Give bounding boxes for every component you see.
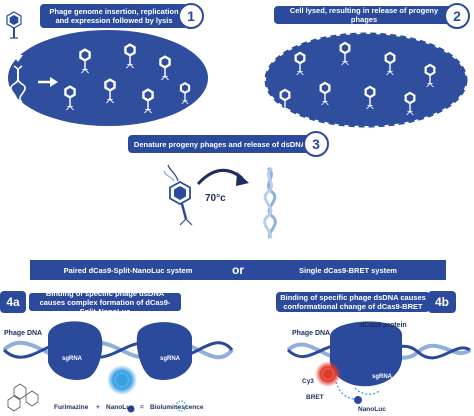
equals-sign: =	[140, 404, 144, 411]
sgrna-label-left: sgRNA	[62, 356, 83, 362]
paired-system-label: Paired dCas9-Split-NanoLuc system	[63, 265, 193, 275]
step4a-number-badge: 4a	[0, 291, 26, 313]
dcas9-bret-protein	[329, 321, 402, 387]
step4b-label: Binding of specific phage dsDNA causes c…	[276, 292, 430, 312]
furimazine-label: Furimazine	[54, 404, 89, 411]
phage-dna-label-4a: Phage DNA	[4, 330, 43, 337]
furimazine-structure-icon	[7, 383, 39, 412]
released-dsdna-icon	[263, 166, 277, 239]
heating-arrow	[196, 168, 243, 186]
single-system-label: Single dCas9-BRET system	[299, 265, 397, 275]
temperature-label: 70°c	[205, 193, 226, 204]
denaturing-phage-icon	[163, 164, 193, 226]
step4a-label: Binding of specific phage dsDNA causes c…	[28, 289, 182, 316]
lysed-cell-right	[264, 32, 468, 128]
dcas9-complex-left	[47, 321, 103, 381]
nanoluc-label-4b: NanoLuc	[358, 406, 386, 413]
dcas9-complex-right	[136, 322, 192, 381]
replication-arrow-icon	[38, 77, 58, 87]
step3-label: Denature progeny phages and release of d…	[128, 135, 312, 153]
attaching-phage-icon	[6, 11, 22, 39]
step3-number-badge: 3	[303, 131, 329, 157]
step2-label: Cell lysed, resulting in release of prog…	[274, 6, 454, 24]
bacterial-cell-left	[8, 30, 208, 126]
bioluminescence-icon	[175, 400, 187, 412]
step2-number-badge: 2	[444, 3, 470, 29]
cy3-label: Cy3	[302, 378, 314, 385]
sgrna-label-4b: sgRNA	[372, 374, 393, 380]
nanoluc-domain	[354, 396, 362, 404]
dcas9-protein-label: dCas9 protein	[360, 322, 407, 329]
phage-dna-helix-4a	[2, 340, 234, 360]
phage-dna-strand-icon	[10, 65, 26, 103]
or-label: or	[232, 262, 244, 277]
bret-label: BRET	[306, 394, 324, 401]
plus-sign: +	[96, 404, 100, 411]
sgrna-label-right: sgRNA	[160, 356, 181, 362]
step1-number-badge: 1	[178, 3, 204, 29]
phage-dna-label-4b: Phage DNA	[292, 330, 331, 337]
bioluminescence-label: Bioluminescence	[150, 404, 204, 411]
nanoluc-label-4a: NanoLuc	[106, 404, 134, 411]
step1-label: Phage genome insertion, replication and …	[40, 4, 188, 28]
nanoluc-icon	[127, 405, 135, 413]
system-comparison-banner: Paired dCas9-Split-NanoLuc system or Sin…	[30, 260, 446, 280]
step4b-number-badge: 4b	[428, 291, 456, 313]
